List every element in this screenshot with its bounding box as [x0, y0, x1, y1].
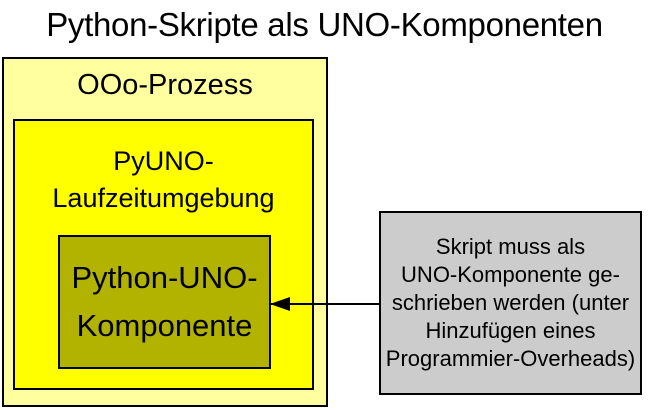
note-text: Skript muss als UNO-Komponente ge- schri… — [381, 233, 640, 373]
ooo-process-box: OOo-Prozess PyUNO- Laufzeitumgebung Pyth… — [2, 57, 328, 407]
note-text-line1: Skript muss als — [435, 234, 586, 259]
python-uno-component-box: Python-UNO- Komponente — [58, 235, 271, 369]
pyuno-runtime-label-line2: Laufzeitumgebung — [52, 183, 275, 213]
note-box: Skript muss als UNO-Komponente ge- schri… — [379, 211, 642, 395]
note-text-line5: Programmier-Overheads) — [385, 346, 636, 371]
note-text-line4: Hinzufügen eines — [425, 318, 596, 343]
note-text-line3: schrieben werden (unter — [391, 290, 630, 315]
ooo-process-label: OOo-Prozess — [77, 69, 253, 101]
pyuno-runtime-label-line1: PyUNO- — [113, 146, 214, 176]
arrow-line — [271, 303, 379, 305]
python-uno-component-label: Python-UNO- Komponente — [60, 254, 269, 350]
slide-title: Python-Skripte als UNO-Komponenten — [46, 6, 603, 43]
note-text-line2: UNO-Komponente ge- — [401, 262, 620, 287]
pyuno-runtime-box: PyUNO- Laufzeitumgebung Python-UNO- Komp… — [13, 119, 314, 390]
python-uno-component-label-line1: Python-UNO- — [71, 260, 258, 295]
pyuno-runtime-label: PyUNO- Laufzeitumgebung — [15, 143, 312, 217]
arrow-left-head-icon — [270, 297, 290, 311]
python-uno-component-label-line2: Komponente — [76, 308, 253, 343]
